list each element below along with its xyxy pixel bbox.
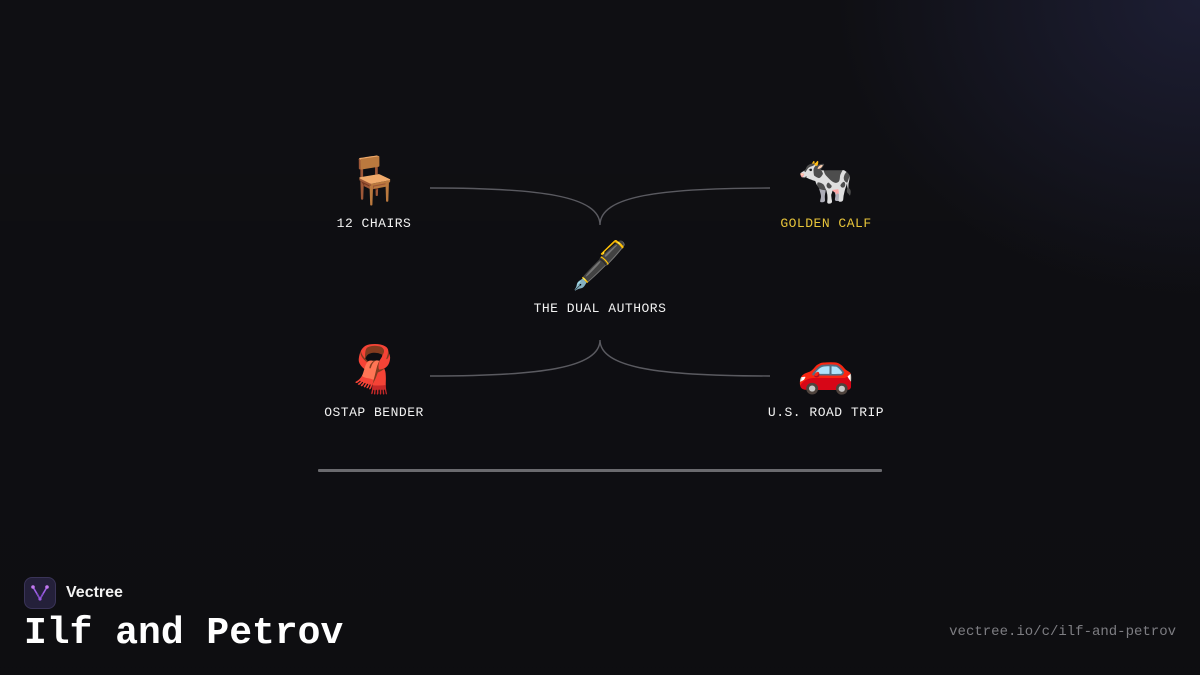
- page-title: Ilf and Petrov: [24, 612, 344, 655]
- node-label: THE DUAL AUTHORS: [533, 301, 667, 316]
- timeline-bar: [318, 469, 882, 472]
- cow-icon: 🐄: [797, 153, 855, 207]
- connector-top: [429, 187, 771, 226]
- car-icon: 🚗: [797, 342, 855, 396]
- node-label: OSTAP BENDER: [324, 405, 424, 420]
- node-ostap-bender: 🧣 OSTAP BENDER: [274, 341, 474, 421]
- node-12-chairs: 🪑 12 CHAIRS: [274, 152, 474, 232]
- vectree-logo-icon: [24, 577, 56, 609]
- chair-icon: 🪑: [345, 153, 403, 207]
- brand-name: Vectree: [66, 584, 123, 601]
- node-label: U.S. ROAD TRIP: [767, 405, 885, 420]
- node-us-road-trip: 🚗 U.S. ROAD TRIP: [726, 341, 926, 421]
- brand[interactable]: Vectree: [24, 577, 123, 609]
- connector-bottom: [429, 339, 771, 377]
- scarf-icon: 🧣: [345, 342, 403, 396]
- node-label-highlighted: GOLDEN CALF: [780, 216, 872, 231]
- node-dual-authors: 🖋️ THE DUAL AUTHORS: [500, 237, 700, 317]
- node-golden-calf: 🐄 GOLDEN CALF: [726, 152, 926, 232]
- fountain-pen-icon: 🖋️: [571, 238, 629, 292]
- node-label: 12 CHAIRS: [336, 216, 412, 231]
- page-url[interactable]: vectree.io/c/ilf-and-petrov: [949, 624, 1176, 640]
